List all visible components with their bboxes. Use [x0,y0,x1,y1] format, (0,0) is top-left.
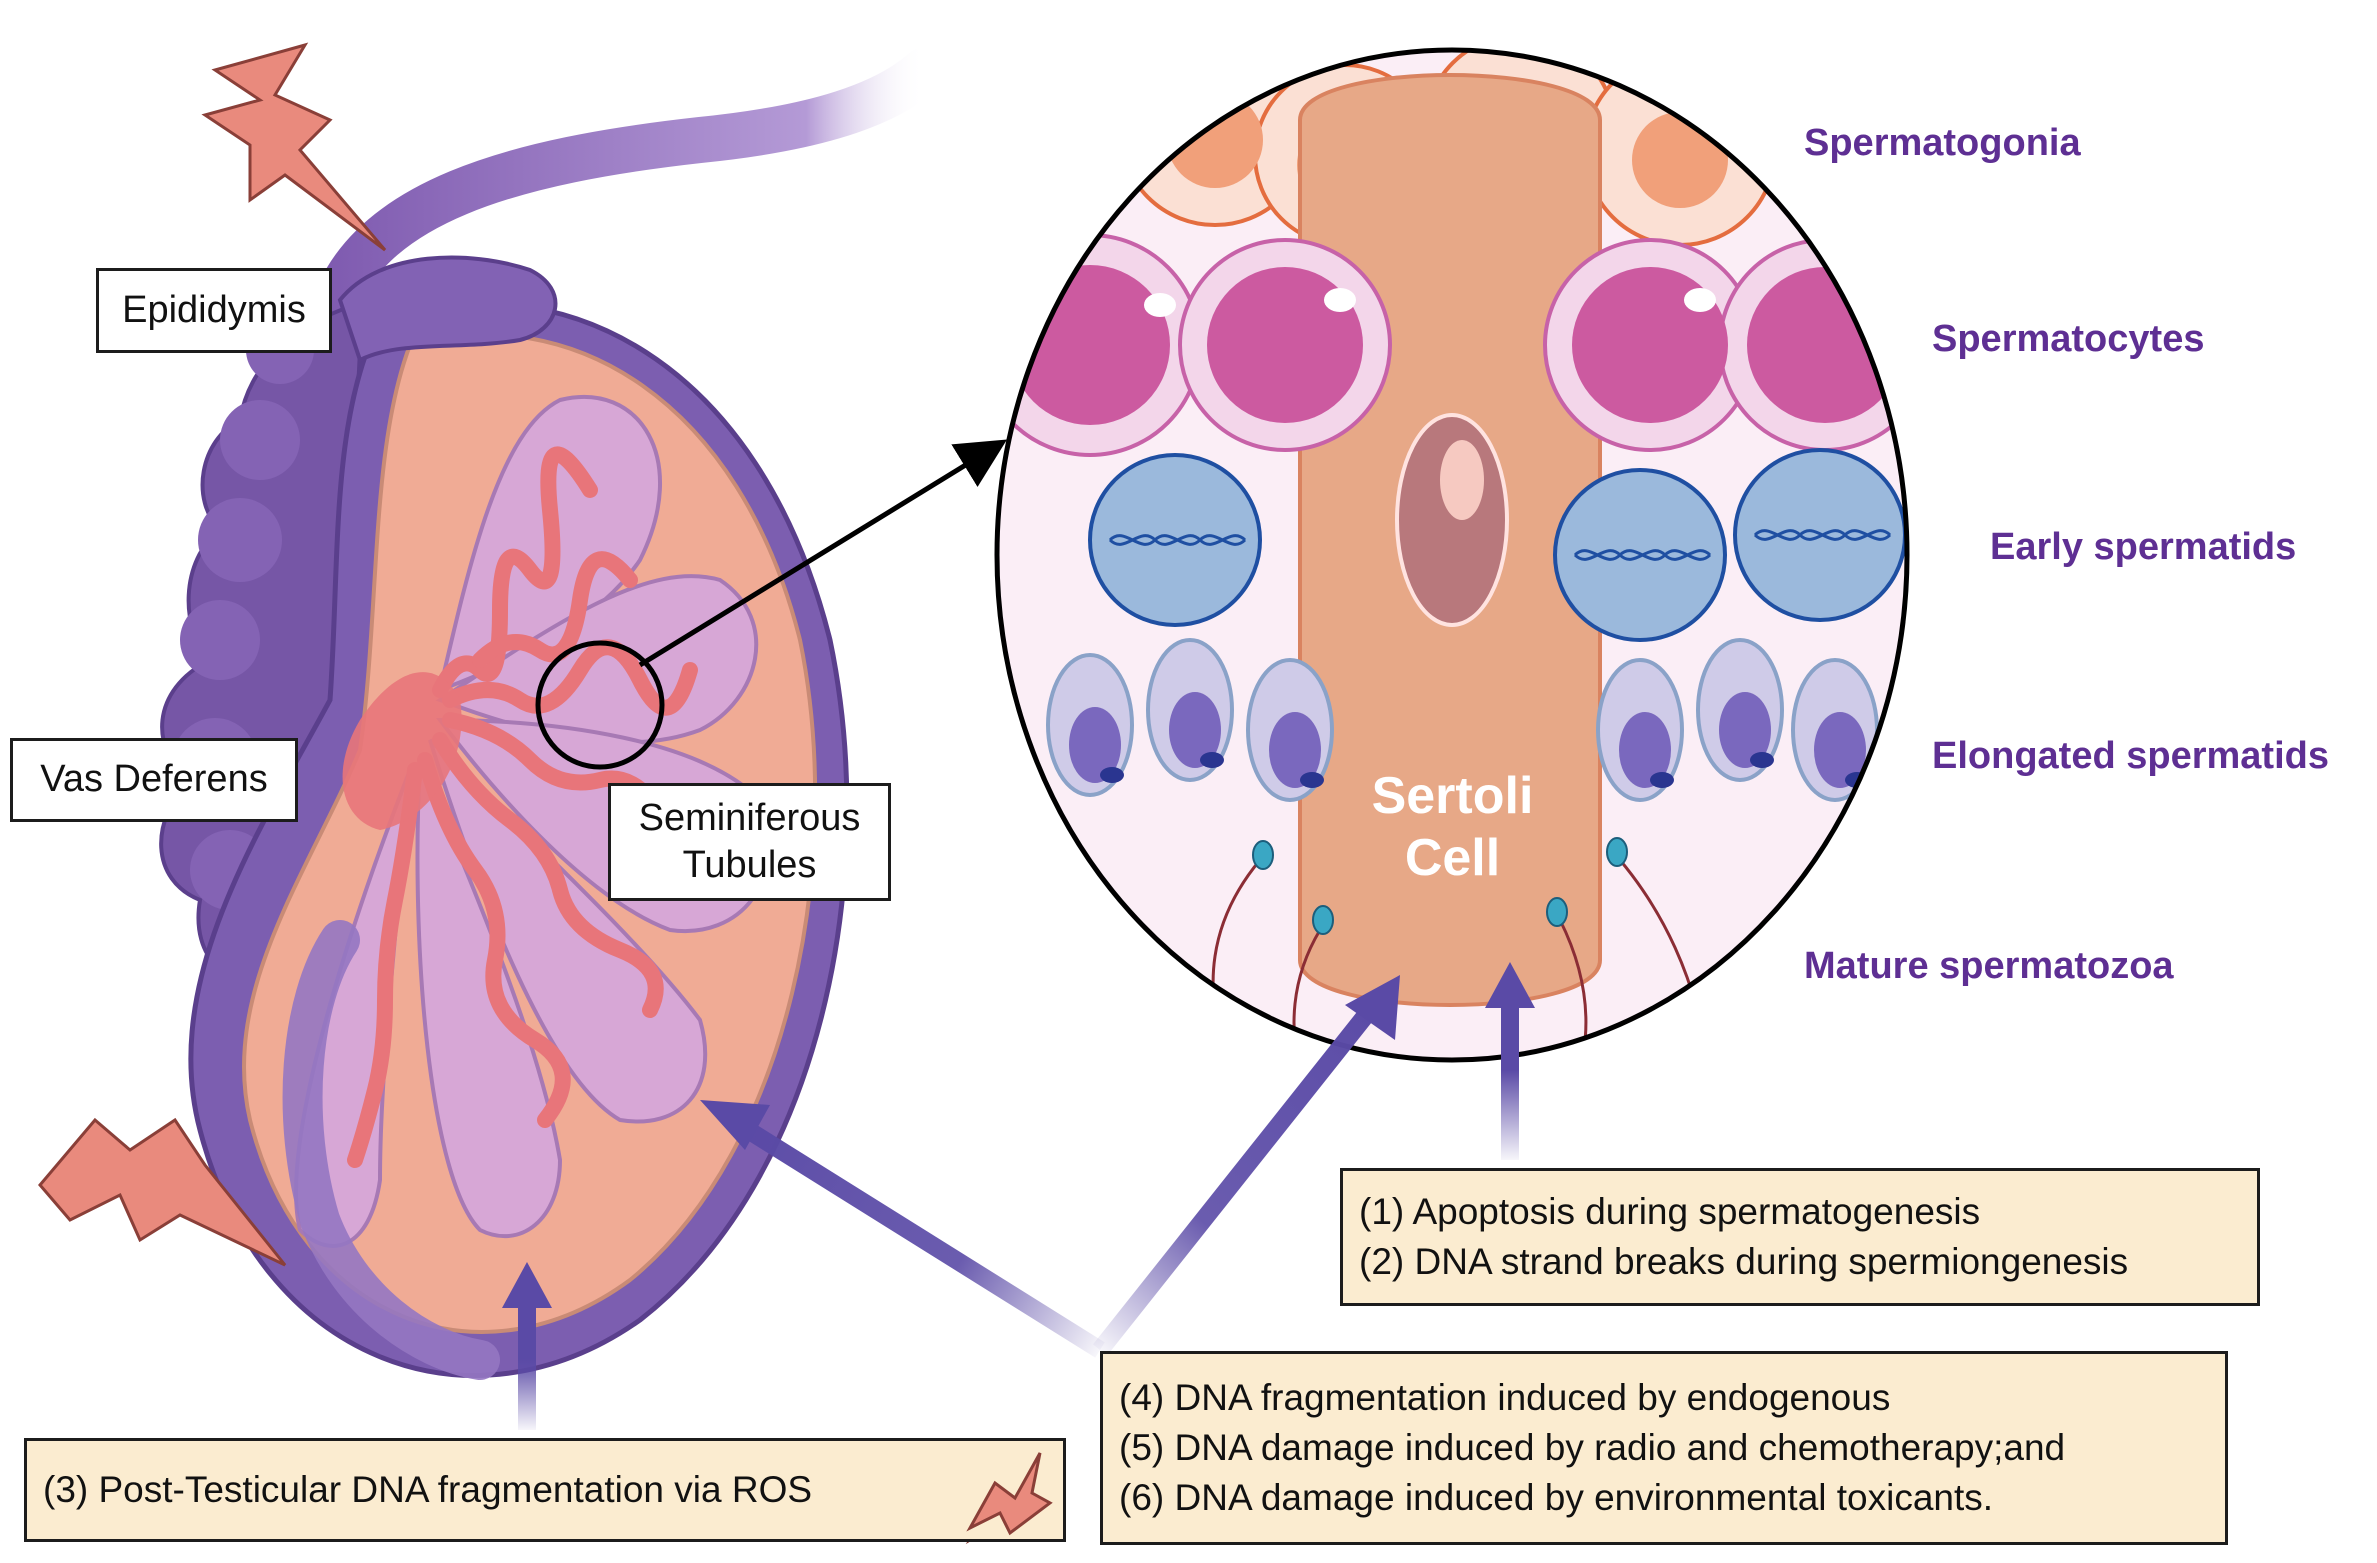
note-line-1: (1) Apoptosis during spermatogenesis [1359,1191,1981,1233]
note-line-2: (2) DNA strand breaks during spermiongen… [1359,1241,2129,1282]
stage-mature-spermatozoa: Mature spermatozoa [1804,945,2174,987]
note-box-post-testicular: (3) Post-Testicular DNA fragmentation vi… [24,1438,1066,1542]
zoom-arrow [638,439,1008,668]
zoom-circle-border [994,47,1910,1063]
spermatic-cord [307,47,948,343]
dna-helix-icon [1108,529,1892,561]
sertoli-text-1: Sertoli [1371,767,1534,825]
stage-spermatogonia: Spermatogonia [1804,122,2081,164]
magnify-circle [535,640,665,770]
arrow-to-sertoli-right [1485,962,1535,1160]
stage-spermatocytes: Spermatocytes [1932,318,2205,360]
sertoli-text-2: Cell [1404,829,1501,888]
lightning-bolt-icon [966,1452,1053,1536]
sertoli-label: Sertoli Cell [1340,765,1565,890]
note-line-3: (3) Post-Testicular DNA fragmentation vi… [43,1469,813,1511]
epididymis-tail [282,920,500,1380]
epididymis-label: Epididymis [96,268,332,353]
seminiferous-tubules-label: Seminiferous Tubules [608,783,891,901]
note-box-dna-damage: (4) DNA fragmentation induced by endogen… [1100,1351,2228,1545]
epididymis-head [337,255,558,363]
note-line-4: (4) DNA fragmentation induced by endogen… [1119,1377,1891,1419]
arrow-to-tubules [700,1100,1105,1358]
vas-deferens-label: Vas Deferens [10,738,298,822]
arrow-to-testis-bottom [502,1262,552,1430]
lightning-bolt-icon [38,1117,287,1267]
arrow-to-sertoli-left [1092,975,1400,1356]
seminiferous-text-2: Tubules [682,844,817,886]
note-line-6: (6) DNA damage induced by environmental … [1119,1476,1994,1518]
rete-testis [342,672,462,830]
seminiferous-text-1: Seminiferous [638,796,861,839]
epididymis-text: Epididymis [122,288,306,331]
note-line-5: (5) DNA damage induced by radio and chem… [1119,1427,2066,1469]
stage-early-spermatids: Early spermatids [1990,526,2297,568]
vas-deferens-text: Vas Deferens [40,758,268,801]
note-box-apoptosis: (1) Apoptosis during spermatogenesis (2)… [1340,1168,2260,1306]
stage-elongated-spermatids: Elongated spermatids [1932,735,2329,777]
lightning-bolt-icon [201,42,387,252]
